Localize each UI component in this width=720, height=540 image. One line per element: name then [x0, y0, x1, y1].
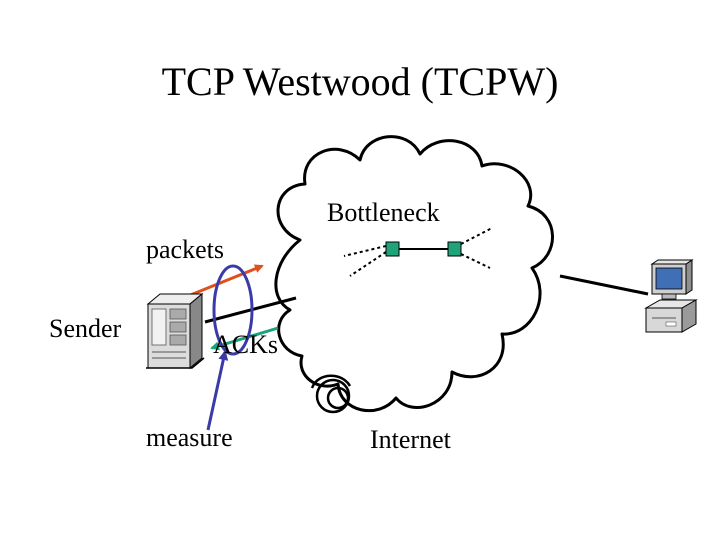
- packets-arrow: [187, 264, 264, 298]
- acks-arrow: [210, 326, 279, 351]
- measure-ellipse: [212, 264, 254, 356]
- measure-pointer: [206, 350, 229, 431]
- computer-icon: [644, 259, 698, 333]
- router-right: [447, 241, 462, 257]
- router-fanout-lines: [343, 227, 493, 277]
- bottleneck-label: Bottleneck: [327, 198, 440, 227]
- internet-label: Internet: [370, 425, 451, 454]
- router-left: [385, 241, 400, 257]
- internet-cloud: [274, 135, 554, 413]
- measure-label: measure: [146, 423, 233, 452]
- sender-label: Sender: [49, 314, 122, 343]
- packets-label: packets: [146, 235, 224, 264]
- server-icon: [146, 292, 205, 370]
- page-title: TCP Westwood (TCPW): [161, 59, 559, 104]
- cable-coil-icon: [310, 374, 352, 414]
- acks-label: ACKs: [213, 330, 279, 359]
- receiver-link: [559, 274, 649, 296]
